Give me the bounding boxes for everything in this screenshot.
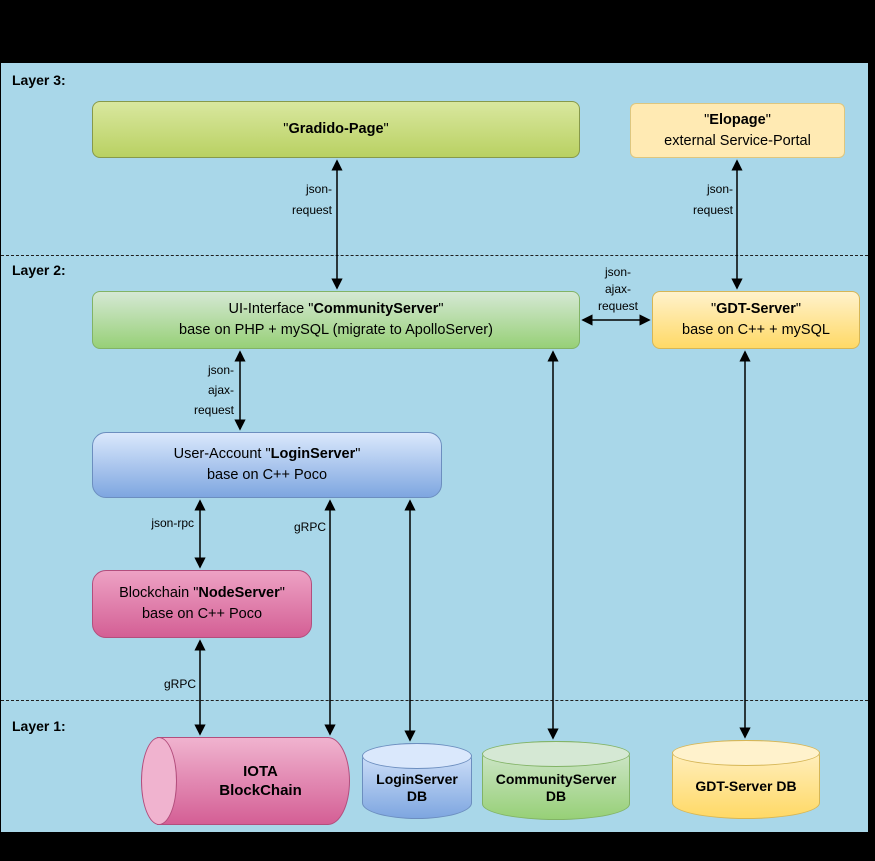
layer-divider-2-1: [1, 700, 868, 701]
title-name: NodeServer: [198, 585, 280, 601]
title-quote: ": [283, 121, 289, 137]
edge-label-community-gdt: json- ajax- request: [577, 264, 659, 315]
layer-divider-3-2: [1, 255, 868, 256]
edge-label-line: json-: [604, 265, 631, 279]
cylinder-label: IOTA BlockChain: [158, 738, 349, 824]
edge-label-line: json-: [305, 182, 332, 196]
edge-label-line: request: [193, 403, 234, 417]
edge-label-line: request: [597, 299, 639, 313]
title-prefix: UI-Interface ": [228, 301, 314, 317]
title-name: Elopage: [709, 111, 766, 128]
edge-label-login-iota: gRPC: [293, 520, 326, 534]
edge-label-line: request: [692, 203, 733, 217]
layer3-label: Layer 3:: [12, 72, 66, 88]
edge-label-line: ajax-: [207, 383, 234, 397]
edge-label-line: ajax-: [604, 282, 631, 296]
layer2-label: Layer 2:: [12, 262, 66, 278]
edge-label-login-node: json-rpc: [151, 516, 194, 530]
node-title: Blockchain "NodeServer": [119, 583, 285, 604]
cylinder-label-line1: GDT-Server DB: [695, 778, 797, 794]
title-quote: ": [355, 446, 361, 462]
cylinder-label-line1: LoginServer: [376, 771, 458, 787]
node-subtitle: base on C++ + mySQL: [682, 322, 830, 338]
node-gradido-page[interactable]: "Gradido-Page": [92, 101, 580, 158]
node-loginserver-db[interactable]: LoginServer DB: [362, 743, 472, 819]
bottom-black-bar: [0, 833, 875, 861]
edge-label-node-iota: gRPC: [163, 677, 196, 691]
edge-label-community-login: json- ajax- request: [148, 360, 234, 420]
cylinder-label-line2: DB: [545, 787, 567, 804]
node-title: User-Account "LoginServer": [174, 444, 361, 465]
edge-label-line: json-: [207, 363, 234, 377]
title-name: LoginServer: [270, 446, 356, 462]
title-quote: ": [704, 111, 710, 128]
layer1-label: Layer 1:: [12, 718, 66, 734]
node-elopage[interactable]: "Elopage" external Service-Portal: [630, 103, 845, 158]
title-quote: ": [383, 121, 389, 137]
node-subtitle: base on C++ Poco: [141, 606, 263, 622]
title-name: GDT-Server: [716, 301, 796, 317]
title-quote: ": [795, 301, 802, 317]
top-black-bar: [0, 0, 875, 62]
node-iota-blockchain[interactable]: IOTA BlockChain: [141, 737, 350, 825]
node-community-server[interactable]: UI-Interface "CommunityServer" base on P…: [92, 291, 580, 349]
cylinder-label: LoginServer DB: [363, 744, 471, 818]
title-quote: ": [438, 301, 444, 317]
title-name: Gradido-Page: [288, 121, 384, 137]
title-prefix: User-Account ": [173, 446, 271, 462]
title-prefix: Blockchain ": [119, 585, 199, 601]
node-subtitle: base on C++ Poco: [206, 467, 328, 483]
node-title: "Elopage": [704, 110, 771, 131]
title-name: CommunityServer: [313, 301, 439, 317]
node-communityserver-db[interactable]: CommunityServer DB: [482, 741, 630, 820]
cylinder-label: GDT-Server DB: [673, 741, 819, 818]
node-login-server[interactable]: User-Account "LoginServer" base on C++ P…: [92, 432, 442, 498]
title-quote: ": [279, 585, 285, 601]
cylinder-label-line2: DB: [406, 788, 428, 804]
edge-label-line: json-: [706, 182, 733, 196]
node-title: "GDT-Server": [711, 299, 801, 320]
cylinder-label-line1: IOTA: [243, 763, 278, 780]
title-quote: ": [765, 111, 771, 128]
title-quote: ": [710, 301, 717, 317]
node-subtitle: external Service-Portal: [664, 132, 811, 149]
node-gdt-server[interactable]: "GDT-Server" base on C++ + mySQL: [652, 291, 860, 349]
cylinder-label: CommunityServer DB: [483, 742, 629, 819]
node-title: UI-Interface "CommunityServer": [229, 299, 444, 320]
cylinder-label-line2: BlockChain: [219, 782, 302, 799]
edge-label-line: request: [291, 203, 332, 217]
edge-label-gradido-community: json- request: [240, 179, 332, 221]
node-subtitle: base on PHP + mySQL (migrate to ApolloSe…: [179, 322, 493, 338]
edge-label-elopage-gdt: json- request: [643, 179, 733, 221]
node-node-server[interactable]: Blockchain "NodeServer" base on C++ Poco: [92, 570, 312, 638]
node-title: "Gradido-Page": [283, 119, 388, 140]
cylinder-label-line1: CommunityServer: [495, 770, 617, 787]
node-gdtserver-db[interactable]: GDT-Server DB: [672, 740, 820, 819]
